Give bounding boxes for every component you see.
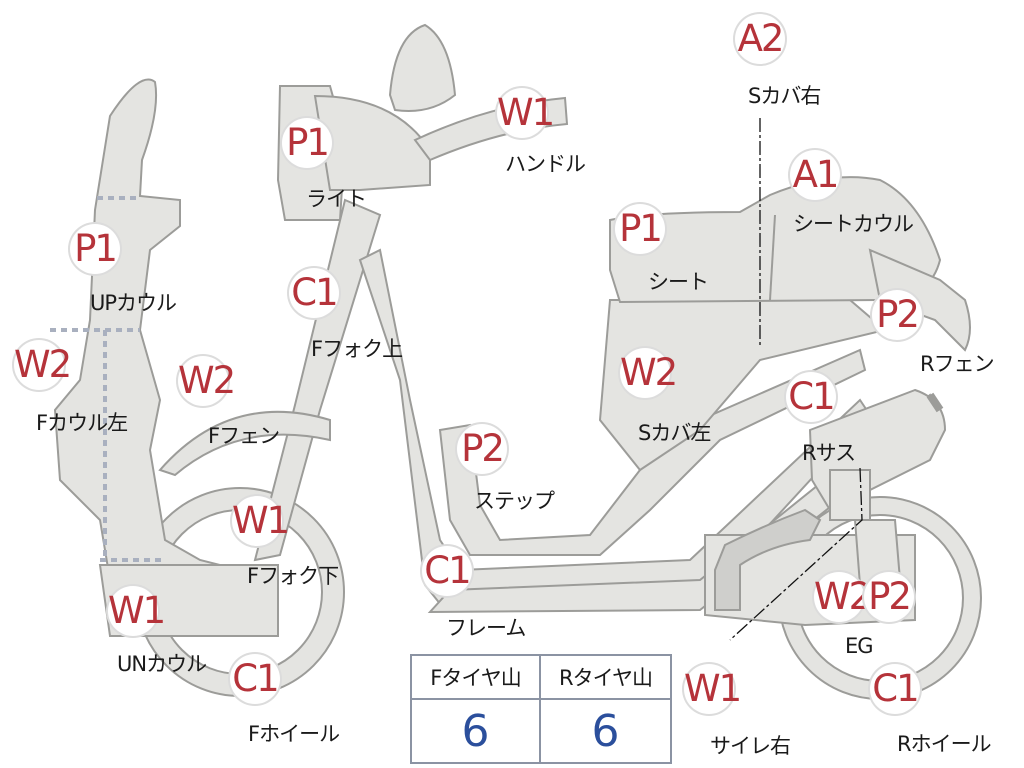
code-w2-scover-left: W2 bbox=[620, 348, 678, 398]
label-p2-rfender: Rフェン bbox=[920, 352, 995, 376]
label-w1-ffork-down: Fフォク下 bbox=[247, 564, 339, 588]
leader-rsus bbox=[729, 467, 863, 641]
code-w1-handle: W1 bbox=[497, 88, 555, 138]
label-c1-ffork-up: Fフォク上 bbox=[311, 337, 403, 361]
code-p1-upcowl: P1 bbox=[70, 224, 120, 274]
code-a2: A2 bbox=[735, 14, 785, 64]
front-fender bbox=[158, 410, 331, 477]
label-c1-fwheel: Fホイール bbox=[248, 722, 340, 746]
label-w2-scover-left: Sカバ左 bbox=[638, 421, 711, 445]
code-p1-light: P1 bbox=[282, 118, 332, 168]
label-p1-seat: シート bbox=[648, 270, 709, 294]
floor-step bbox=[438, 348, 867, 556]
tire-tread-table: Fタイヤ山 Rタイヤ山 6 6 bbox=[410, 654, 672, 764]
label-c1-frame: フレーム bbox=[446, 616, 526, 640]
code-p2-rfender: P2 bbox=[872, 290, 922, 340]
front-fork bbox=[253, 198, 382, 562]
label-c1-rsus: Rサス bbox=[802, 441, 856, 465]
code-c1-fwheel: C1 bbox=[230, 654, 280, 704]
code-p2-step: P2 bbox=[457, 424, 507, 474]
label-c1-rwheel: Rホイール bbox=[897, 732, 992, 756]
rear-tire-tread-value: 6 bbox=[591, 705, 620, 757]
code-w1-uncowl: W1 bbox=[108, 586, 166, 636]
code-w2-ffender: W2 bbox=[178, 356, 236, 406]
code-c1-rwheel: C1 bbox=[870, 664, 920, 714]
label-a1: シートカウル bbox=[793, 212, 914, 236]
code-w2-fcowl-left: W2 bbox=[14, 340, 72, 390]
code-c1-rsus: C1 bbox=[786, 372, 836, 422]
label-w2-ffender: Fフェン bbox=[208, 424, 280, 448]
label-w1-uncowl: UNカウル bbox=[117, 652, 207, 676]
code-p2-eg: P2 bbox=[864, 572, 914, 622]
label-w2-fcowl-left: Fカウル左 bbox=[36, 411, 128, 435]
label-a2: Sカバ右 bbox=[748, 84, 821, 108]
side-cover bbox=[598, 299, 888, 472]
engine-pipe bbox=[714, 508, 822, 611]
front-tire-tread-value: 6 bbox=[412, 700, 541, 762]
front-tire-tread-header: Fタイヤ山 bbox=[412, 656, 541, 700]
mirror bbox=[388, 23, 457, 112]
rear-tire-tread-header: Rタイヤ山 bbox=[541, 656, 670, 700]
code-p1-seat: P1 bbox=[615, 204, 665, 254]
seat-cowl bbox=[868, 248, 971, 352]
code-a1: A1 bbox=[790, 150, 840, 200]
code-w1-ffork-down: W1 bbox=[232, 496, 290, 546]
code-w2-eg: W2 bbox=[814, 572, 872, 622]
label-p2-step: ステップ bbox=[474, 489, 555, 513]
label-p1-upcowl: UPカウル bbox=[90, 291, 177, 315]
code-c1-ffork-up: C1 bbox=[289, 268, 339, 318]
code-c1-frame: C1 bbox=[422, 546, 472, 596]
label-w1-handle: ハンドル bbox=[505, 152, 586, 176]
label-p2-eg: EG bbox=[845, 634, 874, 658]
label-p1-light: ライト bbox=[306, 187, 367, 211]
code-w1-muffler: W1 bbox=[684, 664, 742, 714]
label-w1-muffler: サイレ右 bbox=[710, 734, 791, 758]
